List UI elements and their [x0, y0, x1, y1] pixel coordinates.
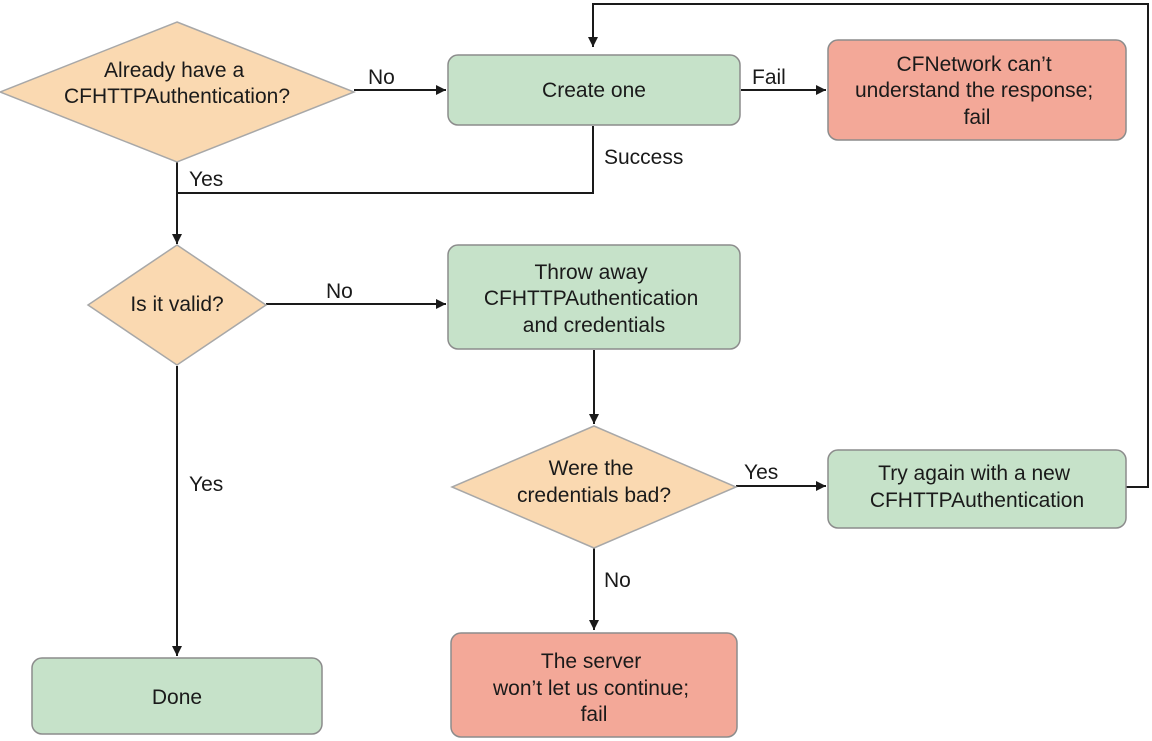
process-shape — [447, 244, 741, 350]
decision-is-valid: Is it valid? — [86, 244, 268, 366]
node-label: Throw away CFHTTPAuthentication and cred… — [484, 261, 704, 337]
edge-labels: No Fail Success Yes No Yes Yes No — [189, 66, 786, 592]
label-line: Done — [152, 686, 202, 709]
decision-shape — [0, 21, 357, 163]
failure-cfnetwork: CFNetwork can’t understand the response;… — [827, 39, 1127, 141]
edge-try-again-loop — [588, 3, 1149, 488]
process-create-one: Create one — [447, 54, 741, 126]
node-label: Done — [152, 686, 202, 709]
node-label: Is it valid? — [130, 293, 223, 316]
process-throw-away: Throw away CFHTTPAuthentication and cred… — [447, 244, 741, 350]
label-line: won’t let us continue; — [492, 677, 689, 700]
decision-credentials-bad: Were the credentials bad? — [450, 425, 738, 549]
label-line: and credentials — [523, 314, 665, 337]
decision-already-have: Already have a CFHTTPAuthentication? — [0, 21, 357, 163]
edge-label-already-no: No — [368, 66, 395, 89]
label-line: CFHTTPAuthentication — [870, 489, 1084, 512]
label-line: The server — [541, 650, 641, 673]
node-label: Create one — [542, 79, 646, 102]
node-label: Were the credentials bad? — [517, 457, 671, 507]
label-line: fail — [581, 703, 608, 726]
nodes: Already have a CFHTTPAuthentication? Cre… — [0, 21, 1127, 738]
edge-label-bad-no: No — [604, 569, 631, 592]
node-label: The server won’t let us continue; fail — [492, 650, 695, 726]
decision-shape — [86, 244, 268, 366]
label-line: Is it valid? — [130, 293, 223, 316]
label-line: Create one — [542, 79, 646, 102]
label-line: fail — [964, 106, 991, 129]
edge-label-create-fail: Fail — [752, 66, 786, 89]
edge-label-bad-yes: Yes — [744, 461, 778, 484]
label-line: Throw away — [534, 261, 648, 284]
label-line: CFHTTPAuthentication? — [64, 85, 290, 108]
edge-label-valid-no: No — [326, 280, 353, 303]
edge-create-success-merge — [177, 126, 594, 194]
process-done: Done — [31, 657, 323, 735]
edge-label-valid-yes: Yes — [189, 473, 223, 496]
node-label: CFNetwork can’t understand the response;… — [855, 53, 1099, 129]
edge-label-create-success: Success — [604, 146, 683, 169]
process-shape — [827, 449, 1127, 529]
label-line: credentials bad? — [517, 484, 671, 507]
label-line: Already have a — [104, 59, 244, 82]
label-line: CFHTTPAuthentication — [484, 287, 698, 310]
label-line: Try again with a new — [878, 462, 1071, 485]
edges — [172, 3, 1149, 656]
node-label: Try again with a new CFHTTPAuthenticatio… — [870, 462, 1084, 512]
failure-shape — [450, 632, 738, 738]
label-line: Were the — [549, 457, 634, 480]
process-shape — [447, 54, 741, 126]
label-line: CFNetwork can’t — [896, 53, 1051, 76]
process-shape — [31, 657, 323, 735]
failure-server: The server won’t let us continue; fail — [450, 632, 738, 738]
node-label: Already have a CFHTTPAuthentication? — [64, 59, 290, 108]
edge-label-already-yes: Yes — [189, 168, 223, 191]
decision-shape — [450, 425, 738, 549]
process-try-again: Try again with a new CFHTTPAuthenticatio… — [827, 449, 1127, 529]
label-line: understand the response; — [855, 79, 1093, 102]
failure-shape — [827, 39, 1127, 141]
